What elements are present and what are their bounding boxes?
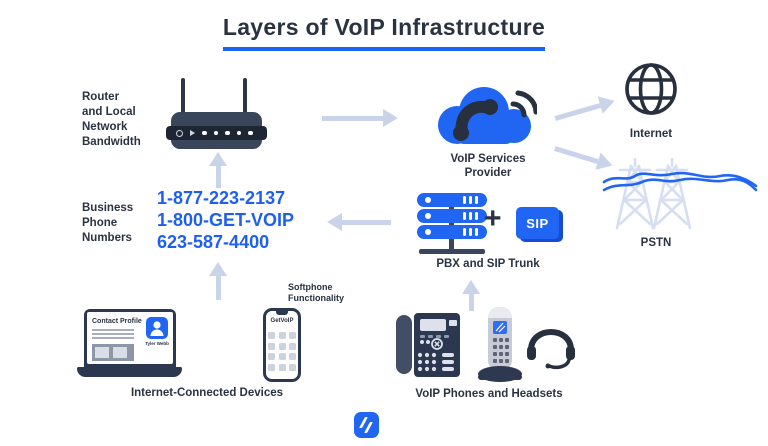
phone-number-2: 1-800-GET-VOIP: [157, 210, 295, 230]
arrow-phones-to-pbx: [462, 280, 480, 311]
phone-notch: [276, 311, 288, 315]
arrow-provider-to-internet: [553, 92, 618, 126]
contact-name: Tyler Webb: [145, 340, 169, 346]
headset-icon: [527, 329, 575, 370]
sip-badge: SIP: [516, 207, 559, 239]
signal-wave-icon: [510, 101, 527, 118]
laptop-screen-content: Contact Profile Tyler Webb: [87, 312, 173, 364]
router-layer-label: Router and Local Network Bandwidth: [82, 91, 141, 148]
softphone-app-name: GetVoIP: [270, 318, 294, 324]
smartphone-icon: GetVoIP: [263, 308, 301, 382]
router-antenna-right: [243, 78, 247, 118]
page-title: Layers of VoIP Infrastructure: [222, 14, 546, 40]
pbx-label: PBX and SIP Trunk: [436, 258, 540, 270]
internet-globe-icon: [625, 63, 677, 115]
thumbnail-grid: [92, 344, 134, 361]
devices-label: Internet-Connected Devices: [130, 387, 284, 399]
business-phone-numbers: 1-877-223-2137 1-800-GET-VOIP 623-587-44…: [157, 187, 294, 253]
cordless-phone-icon: [478, 307, 522, 382]
arrow-numbers-to-router: [209, 152, 227, 188]
internet-label: Internet: [629, 128, 673, 140]
arrow-devices-to-numbers: [209, 262, 227, 300]
plus-sign: +: [484, 202, 502, 235]
voip-cloud-icon: [438, 87, 537, 144]
provider-label: VoIP Services Provider: [450, 153, 526, 179]
arrow-router-to-provider: [322, 109, 398, 127]
router-antenna-left: [181, 78, 185, 118]
router-wan-led: [190, 130, 195, 136]
router-power-led: [176, 129, 183, 137]
contact-profile-title: Contact Profile: [92, 318, 142, 325]
softphone-label: Softphone Functionality: [288, 282, 344, 303]
phones-label: VoIP Phones and Headsets: [415, 388, 563, 400]
contact-avatar: [146, 317, 168, 339]
dialpad-icon: [268, 332, 296, 371]
phone-number-3: 623-587-4400: [157, 232, 270, 252]
arrow-pbx-to-numbers: [327, 213, 391, 231]
pstn-label: PSTN: [640, 237, 672, 249]
router-led-band: [166, 126, 267, 140]
pstn-towers-icon: [602, 157, 758, 230]
title-block: Layers of VoIP Infrastructure: [0, 14, 768, 51]
phone-number-1: 1-877-223-2137: [157, 188, 286, 208]
getvoip-logo: [354, 412, 379, 438]
person-icon: [150, 321, 164, 336]
business-numbers-label: Business Phone Numbers: [82, 202, 134, 244]
title-underline: [223, 47, 545, 51]
desk-phone-icon: [396, 313, 460, 377]
